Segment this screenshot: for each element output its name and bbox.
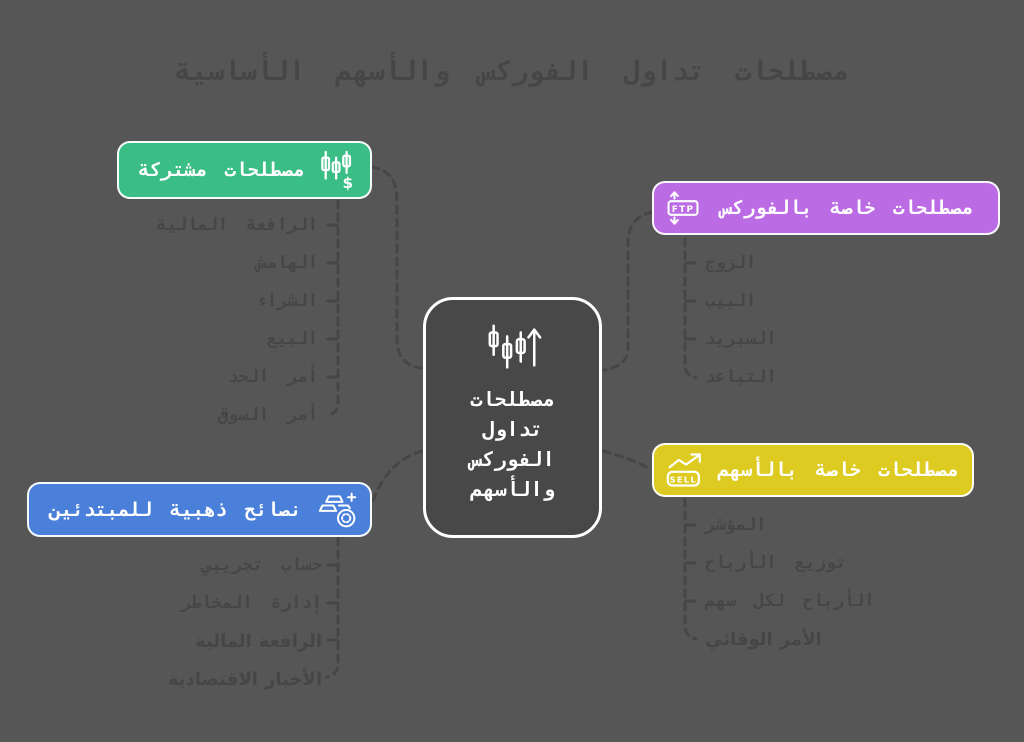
connector-tips-to-center — [370, 449, 424, 508]
list-item: الرافعة المالية — [195, 631, 322, 651]
branch-node-stock-terms: SELL مصطلحات خاصة بالأسهم — [652, 443, 974, 497]
list-item: الشراء — [256, 291, 318, 311]
list-item: الرافعة المالية — [156, 215, 318, 235]
list-item: الأخبار الاقتصادية — [167, 669, 322, 689]
ftp-arrows-icon: FTP — [667, 191, 699, 225]
spine-stocks-list — [683, 497, 698, 641]
branch-label-forex-terms: مصطلحات خاصة بالفوركس — [720, 197, 974, 219]
connector-stocks-to-center — [601, 449, 653, 471]
branch-label-beginner-tips: نصائح ذهبية للمبتدئين — [49, 498, 302, 521]
item-list-forex-terms: الزوج البيب السبريد التباعد — [705, 244, 777, 396]
ticks-stocks-list — [684, 523, 697, 603]
list-item: الزوج — [705, 253, 757, 273]
center-line-4: والأسهم — [470, 477, 555, 501]
candlestick-trend-up-icon — [488, 324, 541, 369]
ftp-icon-text: FTP — [672, 205, 695, 215]
branch-node-beginner-tips: نصائح ذهبية للمبتدئين — [27, 482, 372, 537]
spine-tips-list — [325, 536, 340, 679]
list-item: الهامش — [256, 253, 318, 273]
center-node-text: مصطلحات تداول الفوركس والأسهم — [470, 384, 554, 504]
center-line-2: تداول — [482, 417, 543, 441]
diagram-title: مصطلحات تداول الفوركس والأسهم الأساسية — [175, 56, 849, 87]
branch-label-common-terms: مصطلحات مشتركة — [138, 159, 305, 181]
list-item: السبريد — [705, 329, 777, 349]
center-node: مصطلحات تداول الفوركس والأسهم — [423, 297, 602, 538]
list-item: الأرباح لكل سهم — [705, 591, 875, 611]
connector-common-to-center — [370, 165, 423, 370]
list-item: المؤشر — [705, 515, 767, 535]
gold-bars-coin-icon — [318, 492, 357, 527]
center-line-1: مصطلحات — [470, 387, 555, 411]
list-item: إدارة المخاطر — [180, 593, 322, 613]
ticks-forex-list — [684, 261, 697, 341]
item-list-common-terms: الرافعة المالية الهامش الشراء البيع أمر … — [156, 206, 318, 434]
list-item: توزيع الأرباح — [705, 553, 847, 573]
spine-forex-list — [683, 237, 698, 380]
item-list-beginner-tips: حساب تجريبي إدارة المخاطر الرافعة المالي… — [168, 546, 322, 698]
list-item: التباعد — [705, 367, 777, 387]
candlestick-dollar-icon: $ — [321, 150, 355, 191]
sell-trend-icon: SELL — [666, 453, 701, 487]
list-item: البيع — [266, 329, 318, 349]
branch-node-forex-terms: FTP مصطلحات خاصة بالفوركس — [652, 181, 1000, 235]
list-item: حساب تجريبي — [201, 555, 322, 575]
list-item: الأمر الوقائي — [705, 629, 822, 649]
connector-forex-to-center — [602, 210, 654, 372]
list-item: أمر الحد — [228, 367, 318, 387]
branch-label-stock-terms: مصطلحات خاصة بالأسهم — [717, 459, 959, 481]
center-line-3: الفوركس — [470, 447, 555, 471]
branch-node-common-terms: $ مصطلحات مشتركة — [117, 141, 372, 199]
svg-text:$: $ — [343, 174, 355, 191]
sell-icon-text: SELL — [670, 474, 697, 484]
ticks-common-list — [326, 223, 339, 379]
list-item: البيب — [705, 291, 757, 311]
ticks-tips-list — [326, 563, 339, 642]
list-item: أمر السوق — [217, 405, 318, 425]
item-list-stock-terms: المؤشر توزيع الأرباح الأرباح لكل سهم الأ… — [705, 506, 875, 658]
spine-common-list — [325, 199, 340, 418]
